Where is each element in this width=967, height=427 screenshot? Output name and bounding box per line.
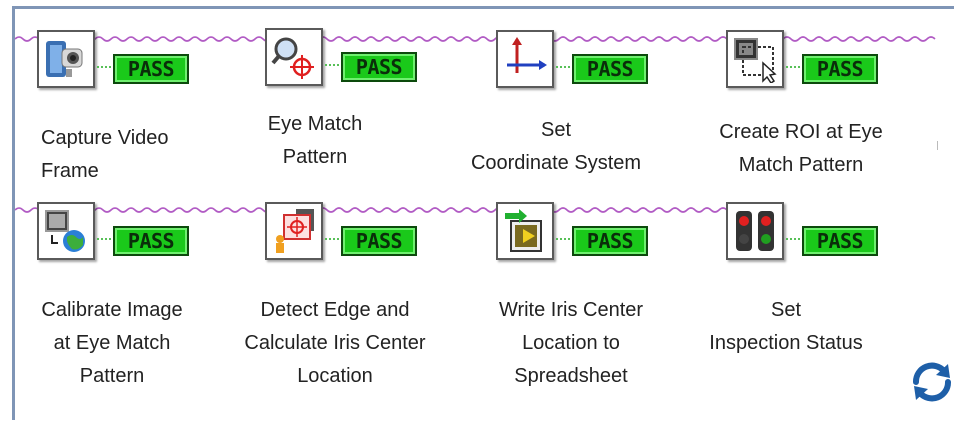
step-label: Capture Video Frame bbox=[41, 127, 169, 182]
camera-icon bbox=[37, 30, 95, 88]
step-eye-match-pattern[interactable]: PASS Eye Match Pattern bbox=[245, 28, 475, 228]
pattern-match-icon bbox=[265, 28, 323, 86]
status-text: PASS bbox=[586, 229, 634, 253]
status-text: PASS bbox=[127, 229, 175, 253]
status-badge: PASS bbox=[572, 226, 648, 256]
edge-detect-icon bbox=[265, 202, 323, 260]
status-text: PASS bbox=[816, 57, 864, 81]
status-badge: PASS bbox=[113, 54, 189, 84]
roi-icon bbox=[726, 30, 784, 88]
step-label: Set Inspection Status bbox=[709, 299, 863, 354]
step-create-roi[interactable]: PASS Create ROI at Eye Match Pattern bbox=[706, 30, 936, 230]
status-badge: PASS bbox=[341, 52, 417, 82]
traffic-light-icon bbox=[726, 202, 784, 260]
status-badge: PASS bbox=[572, 54, 648, 84]
step-calibrate-image[interactable]: PASS Calibrate Image at Eye Match Patter… bbox=[17, 202, 247, 402]
status-badge: PASS bbox=[802, 54, 878, 84]
status-badge: PASS bbox=[341, 226, 417, 256]
refresh-icon[interactable] bbox=[908, 358, 956, 406]
status-text: PASS bbox=[355, 55, 403, 79]
step-capture-video-frame[interactable]: PASS Capture Video Frame bbox=[17, 30, 247, 230]
status-text: PASS bbox=[816, 229, 864, 253]
step-detect-edge[interactable]: PASS Detect Edge and Calculate Iris Cent… bbox=[244, 202, 475, 402]
step-set-inspection-status[interactable]: PASS Set Inspection Status bbox=[706, 202, 936, 402]
status-badge: PASS bbox=[113, 226, 189, 256]
status-badge: PASS bbox=[802, 226, 878, 256]
step-write-spreadsheet[interactable]: PASS Write Iris Center Location to Sprea… bbox=[476, 202, 706, 402]
calibrate-globe-icon bbox=[37, 202, 95, 260]
status-text: PASS bbox=[127, 57, 175, 81]
status-text: PASS bbox=[355, 229, 403, 253]
step-label: Write Iris Center Location to Spreadshee… bbox=[498, 299, 644, 387]
step-set-coordinate-system[interactable]: PASS Set Coordinate System bbox=[471, 30, 706, 230]
wire-row-2 bbox=[15, 207, 735, 213]
write-spreadsheet-icon bbox=[496, 202, 554, 260]
step-label: Detect Edge and Calculate Iris Center Lo… bbox=[244, 299, 426, 387]
step-label: Create ROI at Eye Match Pattern bbox=[719, 121, 883, 176]
step-label: Set Coordinate System bbox=[470, 119, 642, 174]
status-text: PASS bbox=[586, 57, 634, 81]
step-label: Eye Match Pattern bbox=[267, 113, 363, 168]
step-label: Calibrate Image at Eye Match Pattern bbox=[41, 299, 183, 387]
coordinate-system-icon bbox=[496, 30, 554, 88]
divider-tick bbox=[937, 141, 938, 150]
